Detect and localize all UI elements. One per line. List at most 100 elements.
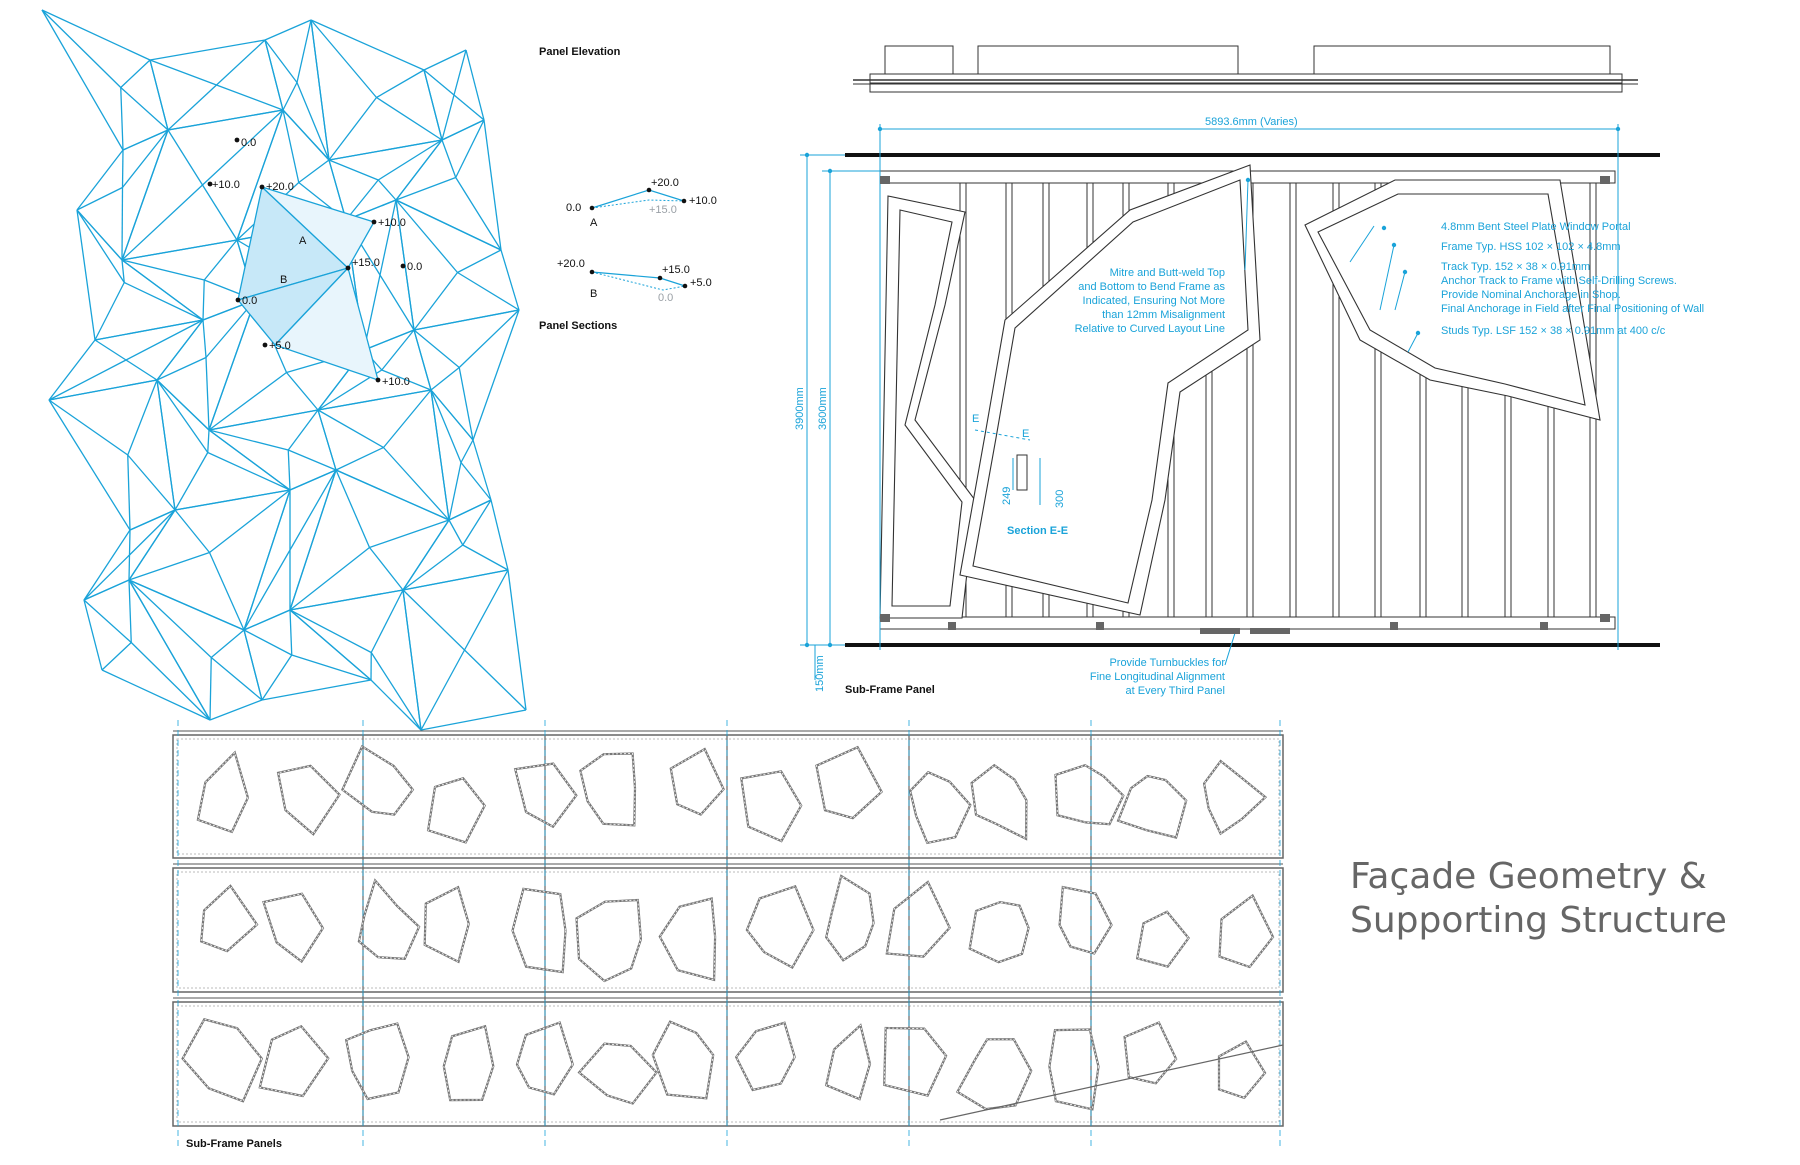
mesh-edge	[287, 449, 337, 471]
mesh-edge	[317, 389, 432, 411]
window-opening	[885, 880, 952, 958]
mesh-edge	[379, 274, 415, 331]
mesh-edge	[208, 299, 256, 431]
mesh-edge	[453, 49, 467, 96]
mesh-edge	[83, 599, 132, 643]
panel-section-a: 0.0 +20.0 +15.0 +10.0 A	[566, 177, 717, 229]
mesh-edge	[328, 139, 443, 161]
elev-value: +10.0	[212, 179, 240, 191]
mesh-edge	[465, 49, 485, 121]
mesh-edge	[83, 554, 130, 601]
window-opening-inner	[825, 875, 875, 961]
panel-strip	[172, 867, 1284, 993]
mesh-edge	[289, 469, 337, 491]
window-opening-inner	[815, 746, 883, 819]
mesh-edge	[122, 129, 169, 151]
triangulated-facade-elevation	[41, 9, 527, 731]
panel-sections-label: Panel Sections	[539, 320, 618, 332]
svg-text:+20.0: +20.0	[651, 177, 679, 189]
mesh-edge	[216, 39, 266, 86]
mesh-edge	[507, 569, 527, 711]
window-opening-inner	[1055, 764, 1124, 825]
panel-strip	[172, 734, 1284, 859]
window-opening	[824, 1023, 872, 1101]
mesh-edge	[125, 319, 204, 361]
mesh-edge	[463, 569, 509, 651]
mesh-edge	[462, 544, 509, 571]
mesh-edge	[120, 59, 151, 88]
elev-value: 0.0	[407, 261, 422, 273]
window-opening-inner	[909, 771, 971, 844]
window-opening-inner	[197, 751, 249, 833]
mesh-edge	[76, 186, 123, 211]
window-opening-inner	[670, 748, 725, 815]
sub-frame-plan	[853, 45, 1638, 93]
mesh-edge	[462, 499, 492, 546]
mesh-edge	[202, 109, 284, 186]
mesh-edge	[156, 379, 176, 511]
note-frame: Frame Typ. HSS 102 × 102 × 4.8mm	[1441, 241, 1621, 253]
mesh-edge	[413, 272, 459, 331]
mesh-edge	[291, 654, 372, 681]
note-window-portal: 4.8mm Bent Steel Plate Window Portal	[1441, 221, 1631, 233]
svg-text:+15.0: +15.0	[649, 204, 677, 216]
section-mark-e: E	[972, 413, 979, 425]
mesh-edge	[328, 97, 378, 161]
mesh-edge	[458, 367, 474, 441]
mesh-edge	[370, 589, 404, 653]
window-opening	[575, 898, 643, 983]
mesh-edge	[149, 39, 266, 61]
window-opening	[262, 892, 325, 964]
mesh-edge	[167, 84, 217, 131]
mesh-edge	[128, 529, 131, 556]
section-mark-e: E	[1022, 428, 1029, 440]
mesh-edge	[48, 359, 127, 401]
mesh-edge	[413, 329, 460, 369]
mesh-edge	[377, 179, 397, 201]
mesh-edge	[441, 119, 485, 141]
mesh-edge	[76, 209, 96, 341]
mesh-edge	[430, 389, 474, 441]
mesh-edge	[286, 372, 319, 411]
mesh-edge	[376, 96, 443, 141]
window-opening	[1054, 763, 1125, 826]
mesh-edge	[472, 309, 520, 441]
window-opening	[423, 885, 470, 964]
mesh-edge	[423, 69, 455, 96]
mesh-edge	[129, 509, 176, 556]
elevation-point-labels: 0.0 +10.0 +20.0 +10.0 +15.0 0.0 0.0 +5.0…	[212, 137, 422, 388]
mesh-edge	[379, 199, 397, 276]
mesh-edge	[210, 629, 245, 658]
mesh-edge	[167, 129, 204, 186]
mesh-edge	[310, 19, 425, 71]
mesh-edge	[310, 19, 330, 161]
mesh-edge	[413, 329, 432, 391]
mesh-edge	[345, 179, 379, 221]
window-opening	[734, 1021, 796, 1092]
window-opening-inner	[200, 885, 258, 952]
mesh-edge	[208, 552, 245, 631]
mesh-edge	[101, 669, 211, 721]
elev-value: +20.0	[266, 181, 294, 193]
mesh-edge	[174, 489, 291, 511]
mesh-edge	[156, 356, 207, 381]
mesh-edge	[289, 546, 370, 611]
mesh-edge	[264, 39, 298, 83]
mesh-edge	[121, 259, 125, 283]
window-opening	[357, 878, 421, 961]
mesh-edge	[76, 209, 125, 283]
mesh-edge	[402, 589, 422, 731]
window-opening	[341, 744, 415, 816]
mesh-edge	[201, 184, 238, 241]
mesh-edge	[41, 9, 122, 88]
window-opening-inner	[424, 886, 470, 963]
mesh-edge	[127, 454, 176, 511]
mesh-edge	[460, 462, 492, 501]
window-opening	[815, 745, 883, 820]
window-opening	[426, 777, 487, 844]
mesh-edge	[328, 159, 347, 221]
mesh-edge	[430, 389, 450, 521]
elev-value: +10.0	[378, 217, 406, 229]
mesh-edge	[94, 319, 204, 341]
window-opening-inner	[578, 1043, 658, 1104]
